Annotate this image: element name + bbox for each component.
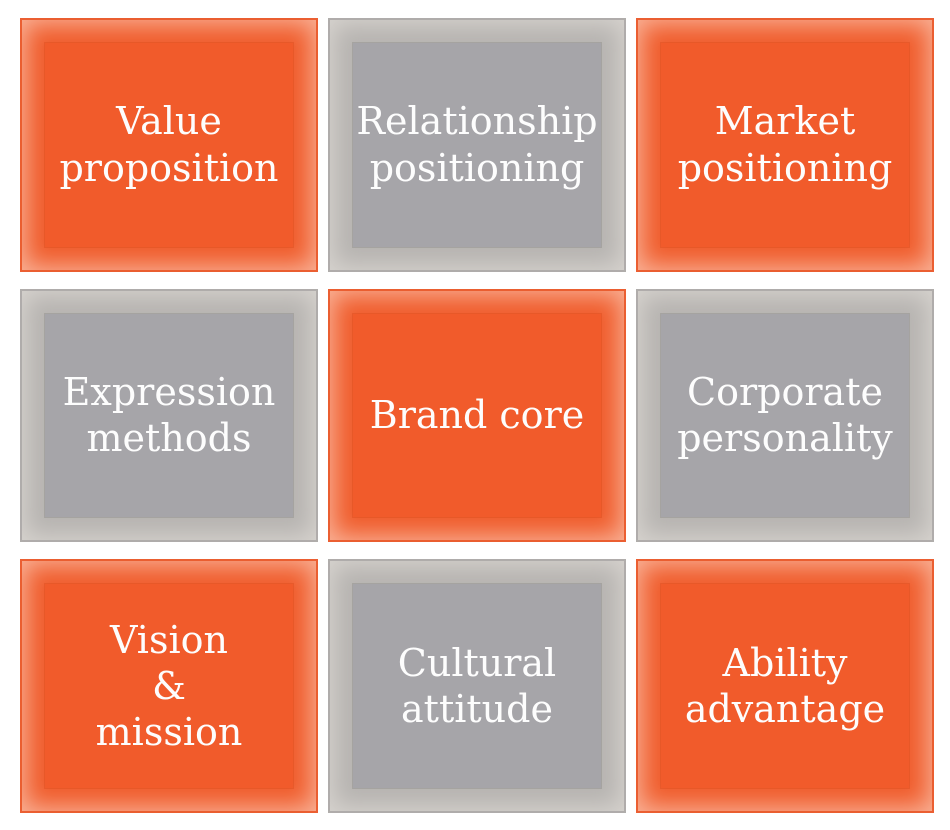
cell-label-line: Relationship <box>356 99 598 144</box>
cell-label-line: Cultural <box>397 640 557 685</box>
cell-label-line: attitude <box>401 687 553 732</box>
cell-label-line: Ability <box>722 640 848 685</box>
cell-label-line: methods <box>86 416 252 461</box>
cell-label-line: positioning <box>677 145 893 190</box>
cell-label-line: positioning <box>369 145 585 190</box>
cell-vision-mission: Vision&mission <box>20 559 318 813</box>
cell-panel-vision-mission: Vision&mission <box>45 584 293 788</box>
cell-panel-brand-core: Brand core <box>353 313 601 518</box>
cell-label-line: Corporate <box>687 370 883 415</box>
cell-label-line: mission <box>95 710 243 755</box>
cell-label-line: Expression <box>62 370 276 415</box>
cell-label-line: advantage <box>684 687 886 732</box>
cell-brand-core: Brand core <box>328 288 626 543</box>
cell-label-line: proposition <box>59 145 279 190</box>
cell-label-line: personality <box>677 416 893 461</box>
cell-label-line: Vision <box>110 617 228 662</box>
cell-label: Brand core <box>370 392 584 438</box>
cell-label-line: Brand core <box>369 393 585 438</box>
cell-label-line: Value <box>116 99 222 144</box>
cell-label: Vision&mission <box>96 617 243 756</box>
cell-label-line: Market <box>714 99 856 144</box>
cell-label-line: & <box>152 663 186 708</box>
